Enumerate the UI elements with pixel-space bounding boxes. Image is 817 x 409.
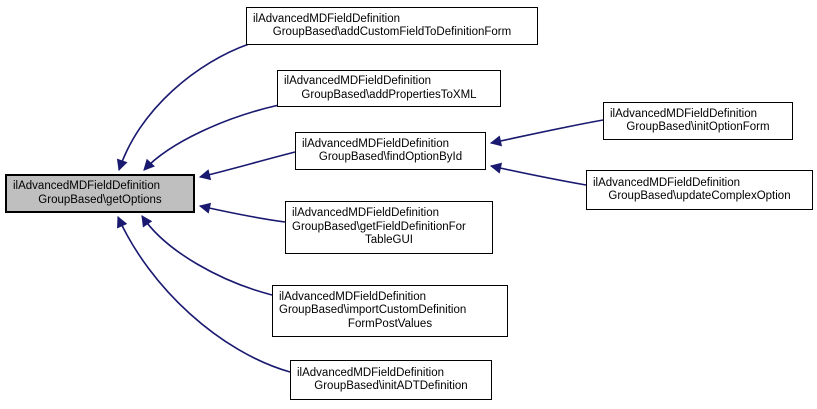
node-label-line: GroupBased\updateComplexOption <box>608 190 791 202</box>
node-label-line: ilAdvancedMDFieldDefinition <box>297 366 445 379</box>
node-importcustomdefinitionformpostvalues[interactable]: ilAdvancedMDFieldDefinition GroupBased\i… <box>272 285 508 337</box>
node-label-line: GroupBased\addCustomFieldToDefinitionFor… <box>272 26 512 38</box>
node-label-line: GroupBased\getFieldDefinitionFor <box>292 220 466 233</box>
node-label-line: ilAdvancedMDFieldDefinition <box>13 180 161 192</box>
node-label-line: ilAdvancedMDFieldDefinition <box>292 207 440 220</box>
node-label-line: ilAdvancedMDFieldDefinition <box>610 107 758 120</box>
node-label-line: GroupBased\getOptions <box>38 193 162 206</box>
edge-updatecomplexoption-to-findoptionbyid <box>489 162 587 186</box>
edge-addcustomfieldtodefinitionform-to-getoptions <box>116 43 250 172</box>
node-initoptionform[interactable]: ilAdvancedMDFieldDefinition GroupBased\i… <box>603 102 793 140</box>
edge-findoptionbyid-to-getoptions <box>198 151 296 181</box>
node-addcustomfieldtodefinitionform[interactable]: ilAdvancedMDFieldDefinition GroupBased\a… <box>246 7 538 45</box>
node-label-line: ilAdvancedMDFieldDefinition <box>279 290 427 303</box>
node-label-line: GroupBased\importCustomDefinition <box>279 304 467 317</box>
node-updatecomplexoption[interactable]: ilAdvancedMDFieldDefinition GroupBased\u… <box>586 170 813 210</box>
node-label-line: GroupBased\addPropertiesToXML <box>301 88 477 101</box>
node-label-line: TableGUI <box>365 234 413 247</box>
node-label-line: ilAdvancedMDFieldDefinition <box>593 176 741 189</box>
node-findoptionbyid[interactable]: ilAdvancedMDFieldDefinition GroupBased\f… <box>295 132 486 170</box>
node-label-line: ilAdvancedMDFieldDefinition <box>284 75 432 87</box>
node-label-line: GroupBased\findOptionById <box>318 151 463 163</box>
node-label-line: FormPostValues <box>347 317 433 330</box>
node-addpropertiestoxml[interactable]: ilAdvancedMDFieldDefinition GroupBased\a… <box>277 70 501 107</box>
edge-getfielddefinitionfortablegui-to-getoptions <box>198 202 286 223</box>
edge-initadtdefinition-to-getoptions <box>117 215 291 373</box>
edge-importcustomdefinitionformpostvalues-to-getoptions <box>141 215 273 296</box>
node-label-line: GroupBased\initOptionForm <box>626 121 770 133</box>
edge-addpropertiestoxml-to-getoptions <box>143 104 280 171</box>
edge-initoptionform-to-findoptionbyid <box>489 119 604 147</box>
node-initadtdefinition[interactable]: ilAdvancedMDFieldDefinition GroupBased\i… <box>290 360 492 400</box>
node-getoptions: ilAdvancedMDFieldDefinition GroupBased\g… <box>5 174 195 213</box>
node-label-line: ilAdvancedMDFieldDefinition <box>253 12 401 25</box>
node-label-line: GroupBased\initADTDefinition <box>314 380 468 392</box>
node-label-line: ilAdvancedMDFieldDefinition <box>302 137 450 150</box>
node-getfielddefinitionfortablegui[interactable]: ilAdvancedMDFieldDefinition GroupBased\g… <box>285 201 493 254</box>
